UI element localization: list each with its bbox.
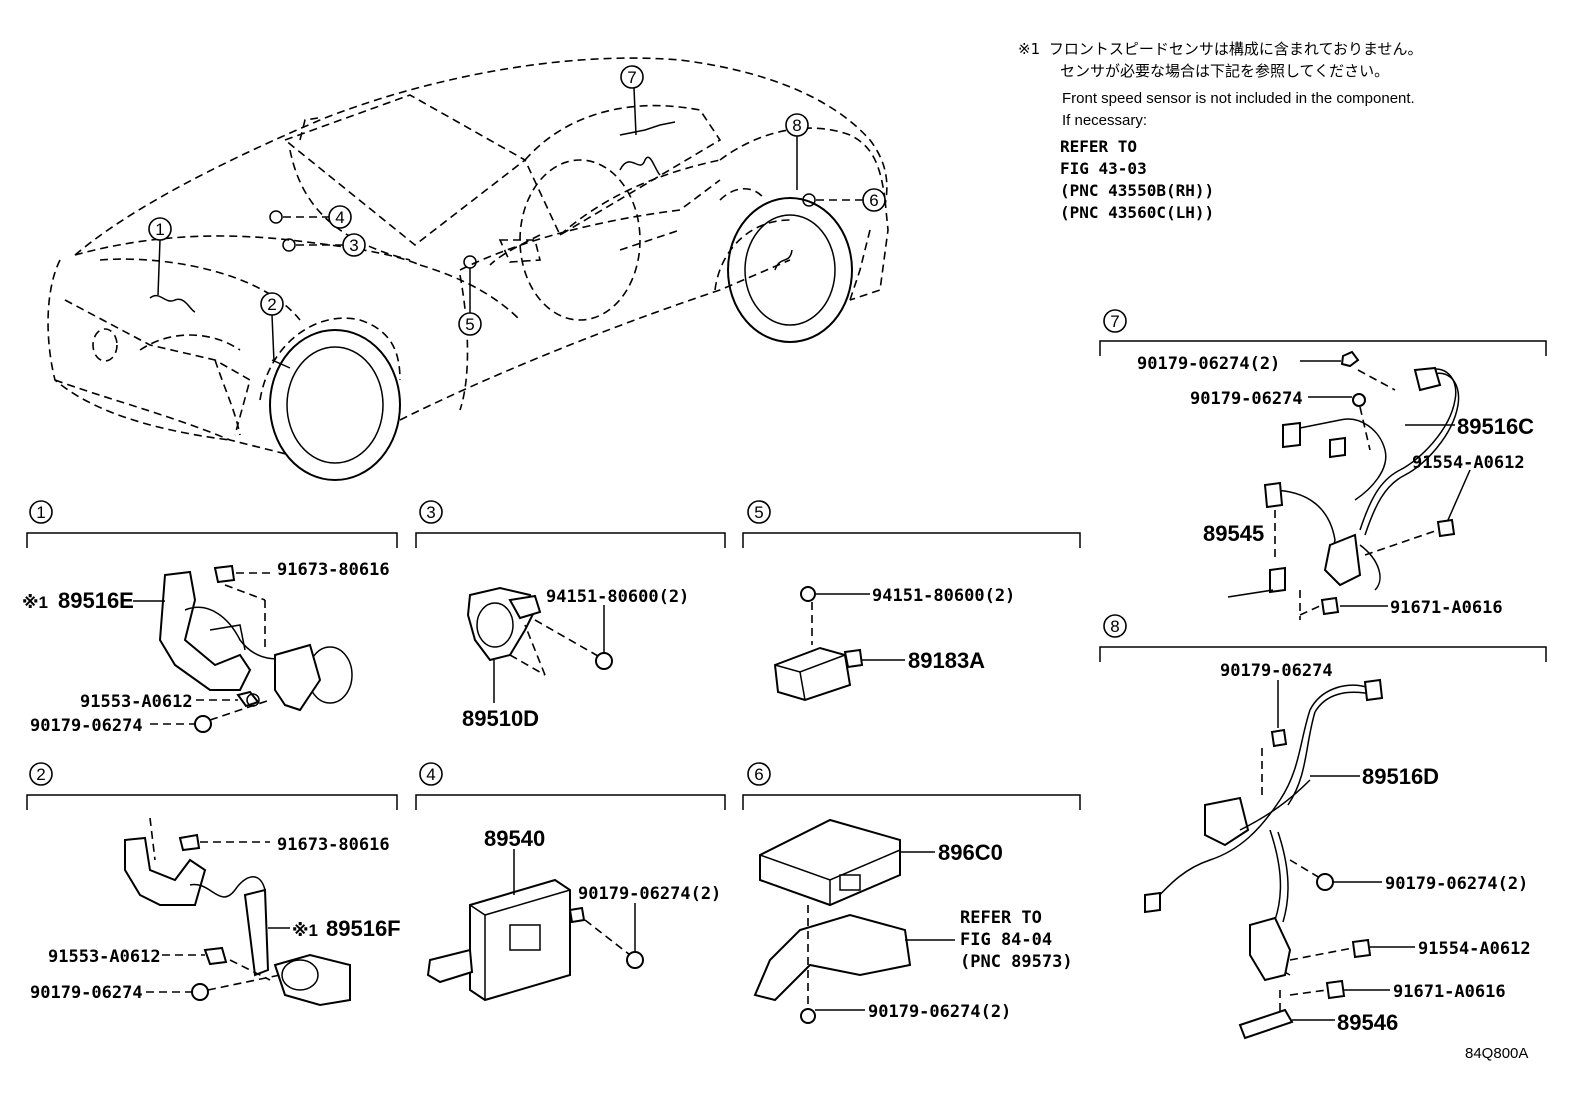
sensor-89516e-shape bbox=[158, 570, 252, 691]
note-jp-line2: センサが必要な場合は下記を参照してください。 bbox=[1060, 62, 1390, 80]
s6-main-label: 896C0 bbox=[938, 840, 1003, 865]
car-illustration bbox=[47, 57, 889, 481]
s8-sensor-label: 89546 bbox=[1337, 1010, 1398, 1035]
note-jp-line1: フロントスピードセンサは構成に含まれておりません。 bbox=[1048, 40, 1423, 58]
s8-main-label: 89516D bbox=[1362, 764, 1439, 789]
note-ref-line2: FIG 43-03 bbox=[1060, 159, 1147, 178]
section-3: 3 94151-80600(2) 89510D bbox=[415, 500, 726, 731]
s1-bolt-mid-label: 91553-A0612 bbox=[80, 692, 193, 712]
s1-nut-label: 90179-06274 bbox=[30, 716, 143, 736]
section-5-number: 5 bbox=[754, 503, 763, 522]
s8-bolt2-label: 91671-A0616 bbox=[1393, 982, 1506, 1002]
callout-1-label: 1 bbox=[155, 220, 164, 239]
section-2-number: 2 bbox=[36, 765, 45, 784]
callout-5-label: 5 bbox=[465, 315, 474, 334]
note-ref-line3: (PNC 43550B(RH)) bbox=[1060, 181, 1215, 200]
note-mark: ※1 bbox=[1018, 40, 1041, 58]
s7-bolt1-label: 91554-A0612 bbox=[1412, 453, 1525, 473]
s7-nut2-label: 90179-06274 bbox=[1190, 389, 1303, 409]
ecu-896c0-shape bbox=[759, 818, 901, 907]
figure-code: 84Q800A bbox=[1465, 1045, 1528, 1062]
bracket-shape bbox=[753, 913, 912, 1002]
s3-nut-label: 94151-80600(2) bbox=[546, 587, 689, 607]
callout-2-label: 2 bbox=[267, 295, 276, 314]
s6-nut-label: 90179-06274(2) bbox=[868, 1002, 1011, 1022]
front-sensor-note: ※1 フロントスピードセンサは構成に含まれておりません。 センサが必要な場合は下… bbox=[1018, 38, 1423, 224]
s1-bolt-top-label: 91673-80616 bbox=[277, 560, 390, 580]
s1-main-mark: ※1 bbox=[22, 593, 48, 612]
sensor-89183a-shape bbox=[773, 646, 852, 702]
s1-main-label: 89516E bbox=[58, 588, 134, 613]
s6-ref2: FIG 84-04 bbox=[960, 930, 1052, 950]
callout-7-label: 7 bbox=[627, 68, 636, 87]
s7-nut1-label: 90179-06274(2) bbox=[1137, 354, 1280, 374]
s6-ref1: REFER TO bbox=[960, 908, 1042, 928]
callout-4-label: 4 bbox=[335, 208, 344, 227]
section-4-number: 4 bbox=[426, 765, 435, 784]
callout-8-label: 8 bbox=[792, 116, 801, 135]
car-callouts: 1 2 3 4 5 6 7 8 bbox=[148, 65, 886, 363]
s2-bolt-mid-label: 91553-A0612 bbox=[48, 947, 161, 967]
sensor-89546-shape bbox=[1238, 1008, 1294, 1040]
s8-bolt1-label: 91554-A0612 bbox=[1418, 939, 1531, 959]
sensor-89516f-shape bbox=[124, 836, 207, 906]
note-en-line2: If necessary: bbox=[1062, 112, 1148, 129]
s8-nut2-label: 90179-06274(2) bbox=[1385, 874, 1528, 894]
s6-ref3: (PNC 89573) bbox=[960, 952, 1073, 972]
s7-main-label: 89516C bbox=[1457, 414, 1534, 439]
s2-bolt-top-label: 91673-80616 bbox=[277, 835, 390, 855]
section-1: 1 91673-80616 ※1 89516E 91553-A0612 9017… bbox=[22, 500, 398, 736]
s4-nut-label: 90179-06274(2) bbox=[578, 884, 721, 904]
s3-main-label: 89510D bbox=[462, 706, 539, 731]
s5-main-label: 89183A bbox=[908, 648, 985, 673]
callout-6-label: 6 bbox=[869, 191, 878, 210]
s2-main-label: 89516F bbox=[326, 916, 401, 941]
note-en-line1: Front speed sensor is not included in th… bbox=[1062, 90, 1415, 107]
section-4: 4 89540 90179-06274(2) bbox=[415, 762, 726, 1002]
s4-main-label: 89540 bbox=[484, 826, 545, 851]
section-6: 6 896C0 REFER TO FIG 84-04 (PNC 89573) 9… bbox=[742, 762, 1081, 1024]
s7-sensor-label: 89545 bbox=[1203, 521, 1264, 546]
section-7-number: 7 bbox=[1110, 312, 1119, 331]
section-8-number: 8 bbox=[1110, 617, 1119, 636]
s7-bolt2-label: 91671-A0616 bbox=[1390, 598, 1503, 618]
s5-nut-label: 94151-80600(2) bbox=[872, 586, 1015, 606]
callout-7[interactable] bbox=[620, 65, 644, 89]
note-ref-line1: REFER TO bbox=[1060, 137, 1138, 156]
s2-nut-label: 90179-06274 bbox=[30, 983, 143, 1003]
section-5: 5 94151-80600(2) 89183A bbox=[742, 500, 1081, 702]
section-1-number: 1 bbox=[36, 503, 45, 522]
section-8: 8 90179-06274 89516D 90179-06274( bbox=[1099, 614, 1547, 1040]
section-2: 2 91673-80616 ※1 89516F 91553-A0612 9017… bbox=[26, 762, 401, 1007]
section-7: 7 90179-06274(2) 90179-06274 8951 bbox=[1099, 309, 1547, 620]
ecu-89540-shape bbox=[469, 878, 571, 1002]
section-3-number: 3 bbox=[426, 503, 435, 522]
callout-3-label: 3 bbox=[349, 236, 358, 255]
section-6-number: 6 bbox=[754, 765, 763, 784]
s8-nut1-label: 90179-06274 bbox=[1220, 661, 1333, 681]
note-ref-line4: (PNC 43560C(LH)) bbox=[1060, 203, 1215, 222]
s2-main-mark: ※1 bbox=[292, 921, 318, 940]
